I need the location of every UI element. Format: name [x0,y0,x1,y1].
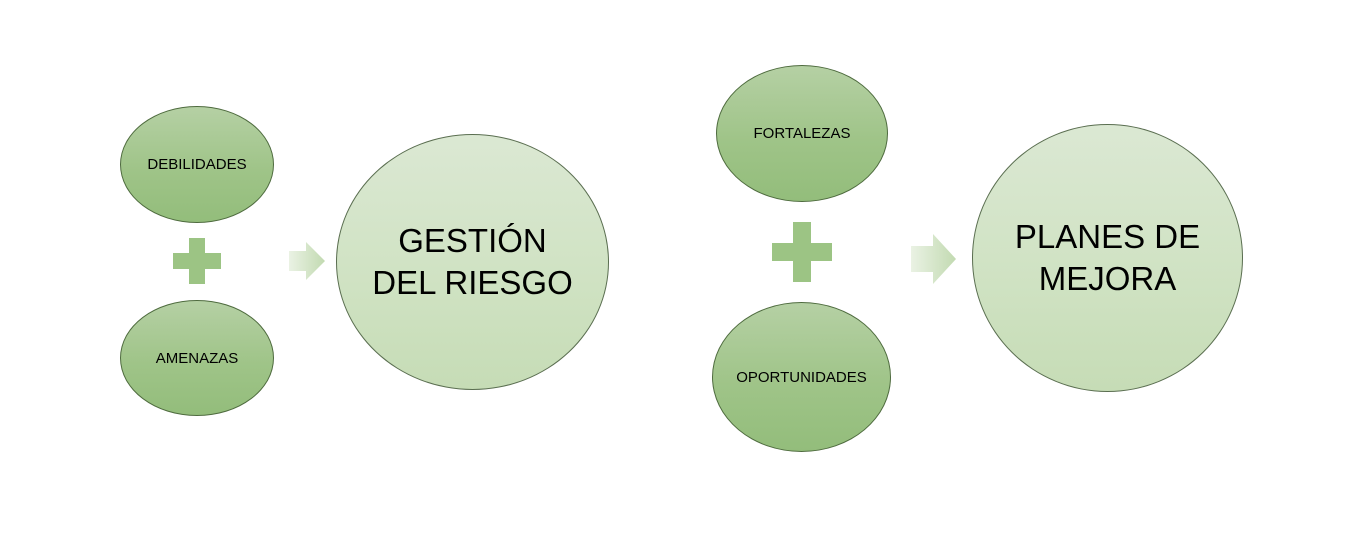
oportunidades-label: OPORTUNIDADES [736,368,867,386]
amenazas-label: AMENAZAS [155,349,239,367]
oportunidades-ellipse: OPORTUNIDADES [712,302,891,452]
debilidades-ellipse: DEBILIDADES [120,106,274,223]
fortalezas-label: FORTALEZAS [753,125,851,142]
gestion-del-riesgo-label: GESTIÓN DEL RIESGO [372,222,573,301]
plus-shape [173,238,221,284]
planes-de-mejora-label: PLANES DE MEJORA [1014,218,1201,297]
debilidades-label: DEBILIDADES [147,156,247,173]
planes-de-mejora-circle: PLANES DE MEJORA [972,124,1243,392]
gestion-del-riesgo-circle: GESTIÓN DEL RIESGO [336,134,609,390]
plus-icon [173,238,221,284]
plus-icon [772,222,832,282]
amenazas-ellipse: AMENAZAS [120,300,274,416]
fortalezas-ellipse: FORTALEZAS [716,65,888,202]
arrow-right-icon [289,242,325,280]
arrow-right-icon [911,234,956,284]
plus-shape [772,222,832,282]
